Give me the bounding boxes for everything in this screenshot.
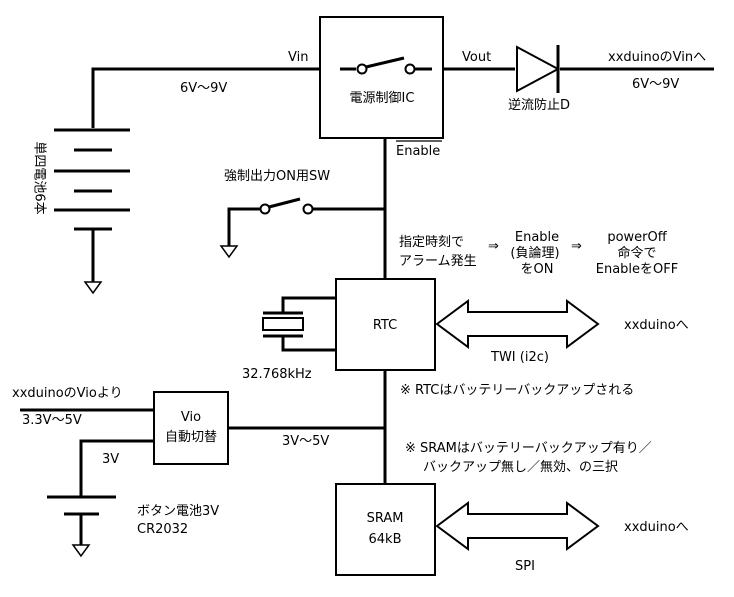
poweroff-text-line1: powerOff: [607, 230, 667, 245]
alarm-text-line1: 指定時刻で: [399, 235, 464, 250]
power-ic-label: 電源制御IC: [350, 91, 415, 106]
crystal-frequency: 32.768kHz: [242, 367, 312, 382]
spi-label: SPI: [515, 559, 535, 574]
sram-block: [335, 483, 436, 576]
force-on-switch: [219, 197, 314, 259]
vio-block-line2: 自動切替: [165, 430, 217, 445]
spi-bus-arrow: [435, 501, 600, 551]
enable-label: Enable: [396, 144, 440, 159]
rtc-label: RTC: [373, 318, 397, 333]
coin-cell-symbol: [47, 495, 116, 558]
sram-label-line2: 64kB: [369, 532, 402, 547]
vout-range-label: 6V～9V: [632, 77, 679, 92]
enable-text-line1: Enable: [515, 230, 559, 245]
power-wires: [20, 67, 714, 497]
battery-label: 単四電池6本: [32, 141, 48, 214]
enable-text-line3: をON: [521, 262, 554, 277]
twi-bus-arrow: [435, 299, 600, 349]
vin-label: Vin: [288, 50, 308, 65]
battery-pack-symbol: [54, 128, 130, 295]
vio-input-range: 3.3V～5V: [22, 413, 82, 428]
poweroff-text-line2: 命令で: [617, 245, 656, 261]
diode-symbol: [516, 45, 561, 93]
twi-to-xxduino: xxduinoへ: [624, 318, 689, 333]
poweroff-text-line3: EnableをOFF: [596, 262, 678, 277]
vio-block-line1: Vio: [181, 410, 201, 425]
alarm-text-line2: アラーム発生: [399, 254, 477, 269]
coin-cell-label-line2: CR2032: [137, 522, 188, 537]
arrow-1: ⇒: [488, 239, 499, 254]
spi-to-xxduino: xxduinoへ: [624, 520, 689, 535]
crystal-symbol: [262, 296, 336, 352]
diode-label: 逆流防止D: [508, 97, 570, 113]
vio-switch-block: [153, 391, 229, 465]
vin-range-label: 6V～9V: [180, 81, 227, 96]
rtc-block: [335, 278, 436, 371]
coin-voltage: 3V: [102, 452, 119, 467]
arrow-2: ⇒: [571, 239, 582, 254]
coin-cell-label-line1: ボタン電池3V: [137, 504, 219, 519]
vout-label: Vout: [462, 50, 491, 65]
force-switch-label: 強制出力ON用SW: [224, 169, 330, 184]
enable-text-line2: (負論理): [510, 245, 559, 261]
vio-source-label: xxduinoのVioより: [12, 386, 123, 401]
sram-note-line1: ※ SRAMはバッテリーバックアップ有り／: [405, 441, 652, 456]
twi-label: TWI (i2c): [490, 350, 549, 365]
rtc-note: ※ RTCはバッテリーバックアップされる: [400, 383, 634, 398]
sram-label-line1: SRAM: [367, 511, 404, 526]
vio-output-range: 3V～5V: [282, 434, 329, 449]
power-ic: [319, 16, 444, 139]
to-vin-label: xxduinoのVinへ: [608, 50, 706, 65]
sram-note-line2: バックアップ無し／無効、の三択: [423, 460, 618, 475]
